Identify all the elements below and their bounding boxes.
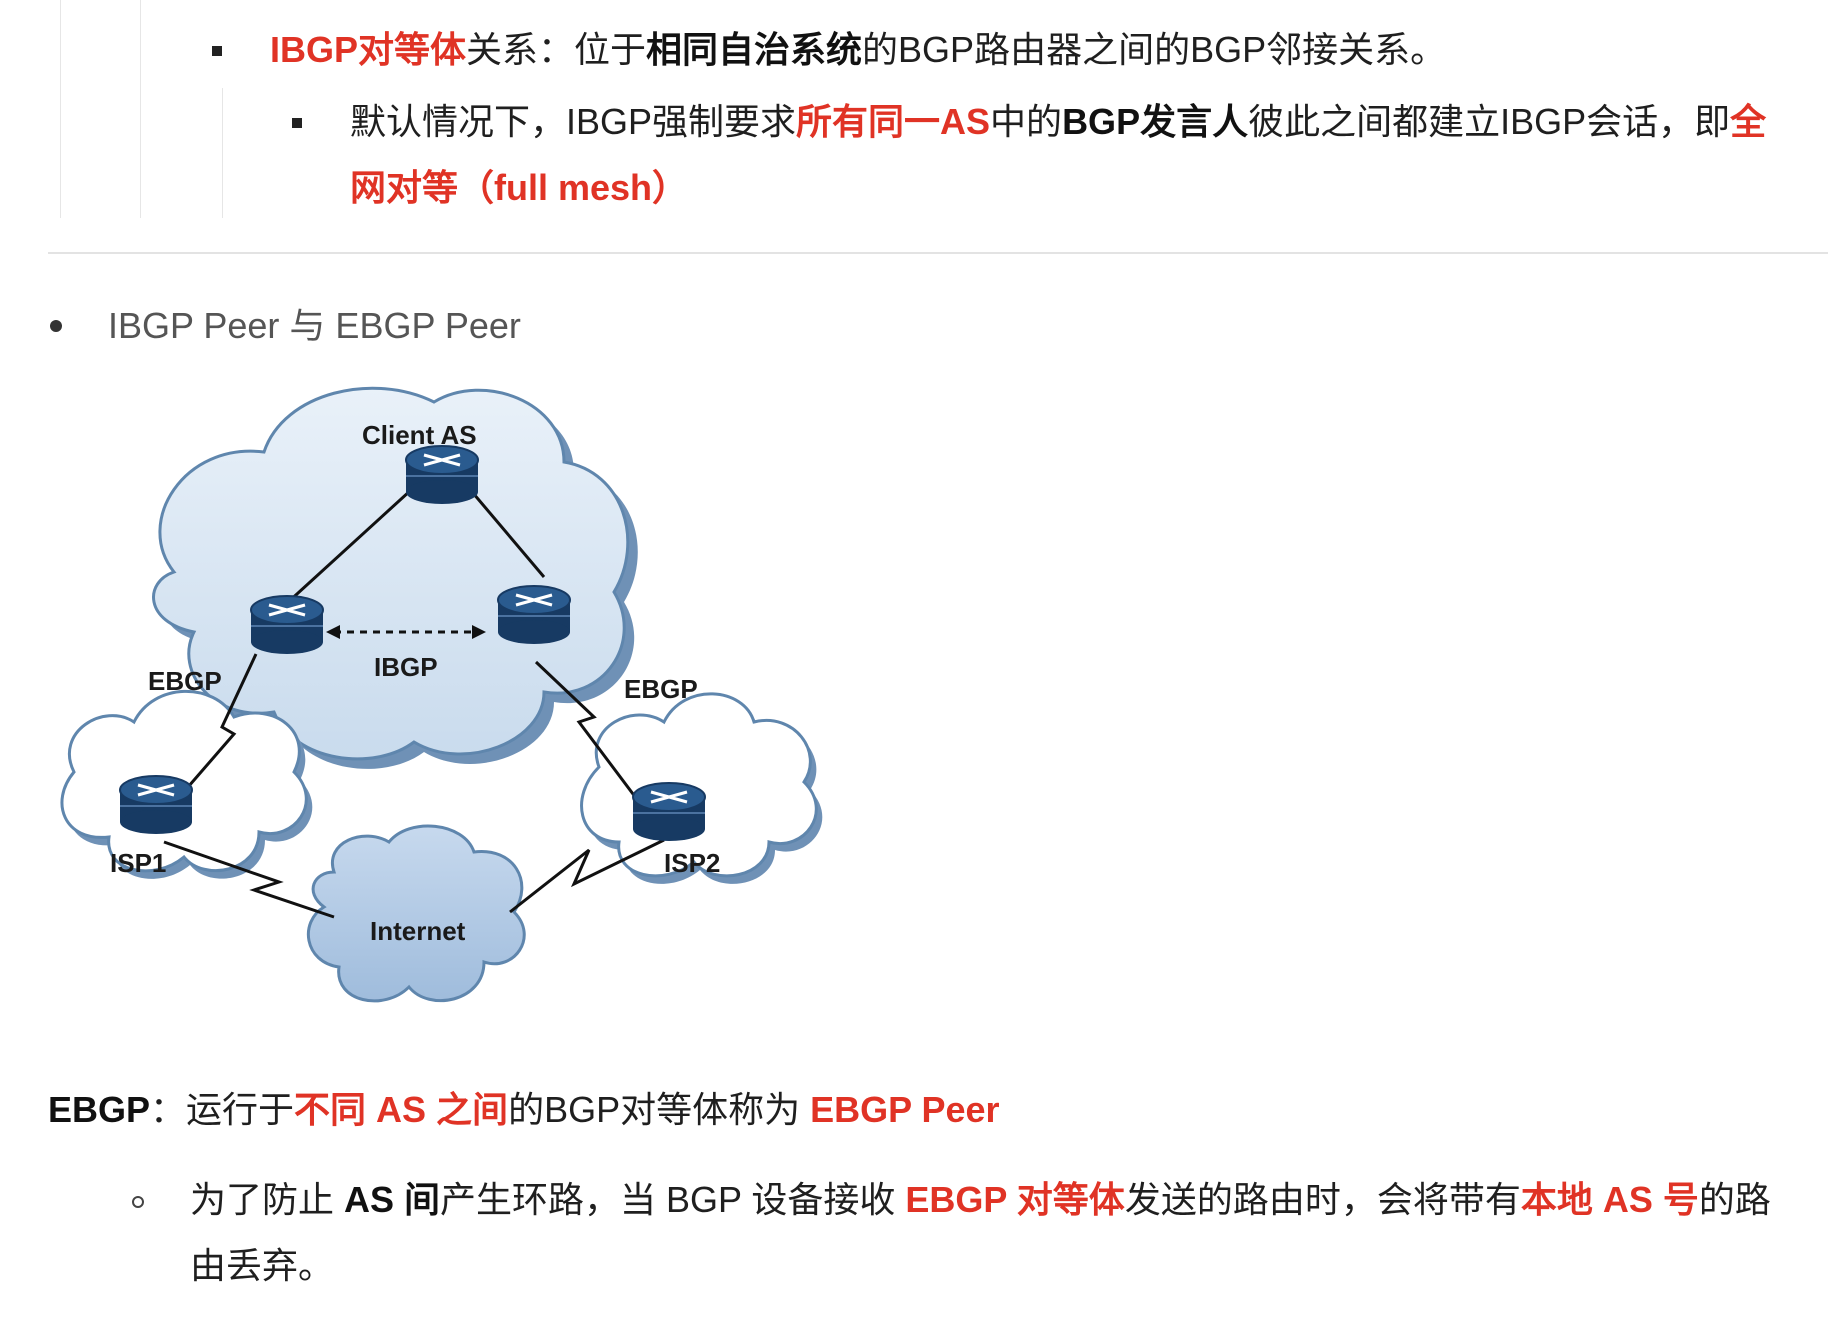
indent-guide-outer (60, 0, 61, 218)
isp2-label: ISP2 (664, 848, 720, 878)
text: 产生环路，当 BGP 设备接收 (440, 1179, 906, 1220)
ebgp-peer-term: EBGP Peer (810, 1089, 1000, 1130)
text: 彼此之间都建立IBGP会话，即 (1248, 101, 1731, 142)
ibgp-peer-definition: IBGP对等体关系：位于相同自治系统的BGP路由器之间的BGP邻接关系。 (270, 28, 1446, 72)
internet-label: Internet (370, 916, 466, 946)
red-phrase: 本地 AS 号 (1520, 1179, 1699, 1220)
text: 默认情况下，IBGP强制要求 (350, 101, 797, 142)
list-bullet-square (212, 46, 222, 56)
list-bullet-square (292, 118, 302, 128)
red-phrase: 全 (1730, 101, 1767, 142)
text: 中的 (990, 101, 1063, 142)
client-as-cloud (152, 386, 638, 769)
red-phrase: 所有同一AS (796, 101, 991, 142)
router-icon (632, 782, 706, 841)
router-icon (497, 585, 571, 644)
client-as-label: Client AS (362, 420, 477, 450)
divider (48, 252, 1828, 254)
indent-guide-mid (140, 0, 141, 218)
ibgp-label: IBGP (374, 652, 438, 682)
router-icon (250, 595, 324, 654)
ebgp-right-label: EBGP (624, 674, 698, 704)
ebgp-term: EBGP (48, 1089, 151, 1130)
isp1-label: ISP1 (110, 848, 166, 878)
text: 的BGP对等体称为 (508, 1089, 811, 1130)
text: 关系：位于 (466, 29, 647, 70)
bold-phrase: AS 间 (344, 1179, 441, 1220)
red-phrase: EBGP 对等体 (905, 1179, 1125, 1220)
loop-prevention-line1: 为了防止 AS 间产生环路，当 BGP 设备接收 EBGP 对等体发送的路由时，… (190, 1178, 1771, 1222)
bold-phrase: 相同自治系统 (646, 29, 863, 70)
red-phrase: 不同 AS 之间 (294, 1089, 509, 1130)
bold-phrase: BGP发言人 (1062, 101, 1249, 142)
ebgp-definition: EBGP：运行于不同 AS 之间的BGP对等体称为 EBGP Peer (48, 1088, 1000, 1132)
section-heading: IBGP Peer 与 EBGP Peer (108, 305, 521, 346)
list-bullet-dot (50, 320, 62, 332)
internet-cloud (307, 824, 526, 1003)
ebgp-left-label: EBGP (148, 666, 222, 696)
loop-prevention-line2: 由丢弃。 (190, 1245, 335, 1286)
text: 为了防止 (190, 1179, 345, 1220)
router-icon (119, 775, 193, 834)
indent-guide-inner (222, 88, 223, 218)
full-mesh-note-line2: 网对等（full mesh） (350, 166, 688, 210)
text: 的路 (1698, 1179, 1771, 1220)
text: ：运行于 (150, 1089, 295, 1130)
bgp-topology-diagram: Client AS IBGP EBGP EBGP ISP1 ISP2 Inter… (60, 386, 823, 1003)
router-icon (405, 445, 479, 504)
list-bullet-circle (132, 1196, 144, 1208)
ibgp-session-link (326, 625, 486, 639)
full-mesh-note-line1: 默认情况下，IBGP强制要求所有同一AS中的BGP发言人彼此之间都建立IBGP会… (350, 100, 1766, 144)
full-mesh-term: 网对等（full mesh） (350, 167, 689, 208)
text: 发送的路由时，会将带有 (1124, 1179, 1521, 1220)
links (160, 478, 665, 919)
ibgp-peer-term: IBGP对等体 (270, 29, 467, 70)
text: 的BGP路由器之间的BGP邻接关系。 (862, 29, 1447, 70)
